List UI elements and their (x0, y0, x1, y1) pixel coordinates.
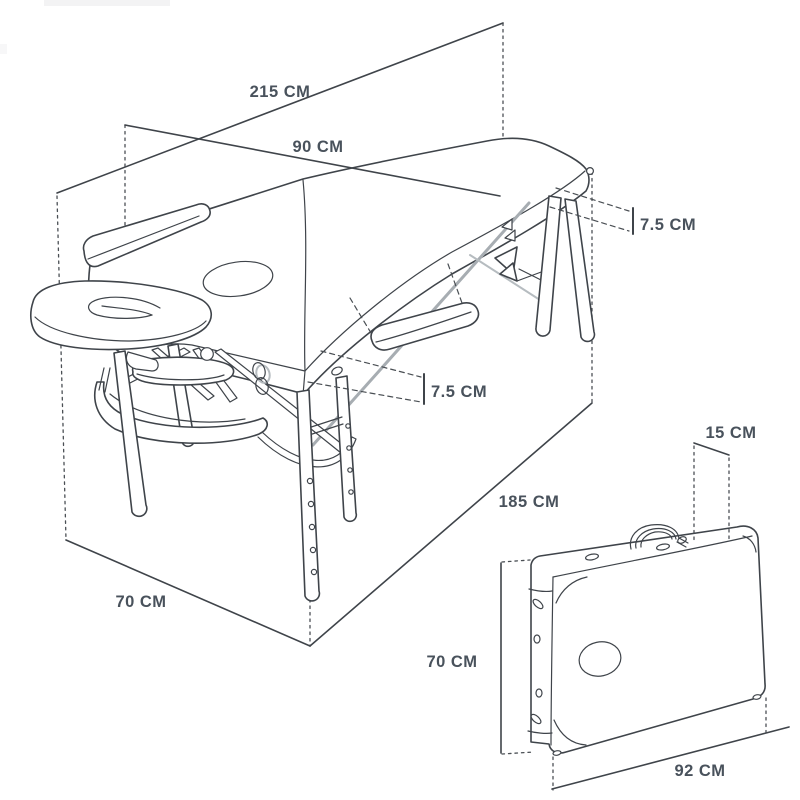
corner-bracket (499, 262, 518, 282)
case-rivet (532, 598, 544, 610)
label-bed-length: 185 CM (499, 493, 560, 511)
case-latch (584, 553, 600, 561)
adjust-hole (348, 489, 354, 495)
leg-middle-near (296, 389, 321, 602)
label-pad-thickness-mid: 7.5 CM (431, 383, 487, 401)
brace-rod (469, 254, 541, 301)
leader-dash (320, 350, 422, 378)
dim-line-15 (693, 442, 730, 456)
pad-thickness-callout-end (549, 187, 634, 235)
scan-artifact (0, 44, 7, 54)
fold-seam (302, 179, 307, 396)
case-foot (752, 694, 762, 700)
face-cradle (30, 280, 212, 351)
label-case-width: 92 CM (674, 762, 725, 780)
face-cradle-band (34, 316, 207, 342)
dim-line-185 (309, 402, 593, 647)
case-corner-seam (553, 719, 587, 746)
adjust-hole (307, 500, 315, 508)
case-side-seam (527, 730, 553, 734)
armrest-shelf (370, 302, 480, 351)
leg-right-far (564, 198, 596, 343)
hanger-tab (501, 218, 513, 231)
handle-strap (676, 537, 689, 548)
label-case-depth: 15 CM (705, 424, 756, 442)
link-shadow (255, 364, 271, 384)
case-foot (552, 750, 562, 756)
adjust-hole (308, 523, 316, 531)
case-dimension-lines (500, 442, 790, 791)
dim-line-92 (551, 726, 790, 790)
sling-hanger (98, 367, 111, 393)
corner-knob (585, 167, 594, 176)
case-front-top-edge (552, 535, 753, 578)
case-corner-seam (742, 535, 757, 553)
adjust-hole (309, 546, 317, 554)
pad-thickness-callout-mid (307, 350, 425, 405)
folded-case-drawing (527, 524, 766, 756)
case-handle (635, 527, 677, 549)
strap-link (252, 362, 266, 380)
case-front-left-edge (550, 576, 554, 746)
face-cradle-cutout (87, 296, 161, 319)
case-handle (640, 531, 673, 548)
case-rivet (530, 713, 542, 725)
hanger-tab (504, 229, 516, 242)
dim-line-70 (65, 539, 311, 647)
adjust-hole (346, 445, 352, 451)
extension-line (56, 195, 67, 541)
strap-link (255, 377, 269, 395)
leg-middle-far (335, 375, 358, 523)
case-side-seam (528, 588, 553, 592)
case-rivet (535, 688, 543, 698)
extension-line (501, 559, 531, 563)
leader-dash (307, 381, 422, 403)
label-pad-thickness-end: 7.5 CM (640, 216, 696, 234)
cradle-clamp (125, 351, 159, 372)
adjust-knob (200, 347, 214, 361)
case-body (530, 525, 766, 754)
leg-left-near (113, 350, 148, 518)
face-cradle-cutout-inner (101, 305, 153, 316)
adjust-hole (306, 477, 314, 485)
label-table-width: 90 CM (292, 138, 343, 156)
label-case-height: 70 CM (426, 653, 477, 671)
table-bounding-box (56, 22, 593, 647)
shelf-hanger-dash (447, 263, 463, 304)
armrest-rear (82, 203, 211, 268)
case-hand-hole (578, 641, 622, 677)
sling-strap (257, 436, 357, 468)
dim-line-90 (124, 124, 501, 197)
scan-artifact (44, 0, 170, 6)
extension-line (501, 751, 535, 755)
armrest-shelf-edge (375, 311, 472, 343)
adjust-hole (345, 423, 351, 429)
label-bed-width: 70 CM (115, 593, 166, 611)
armrest-rear-edge (87, 215, 200, 260)
platform-edge (136, 373, 225, 381)
dimension-labels: 215 CM 90 CM 7.5 CM 7.5 CM 185 CM 70 CM … (115, 83, 756, 780)
face-hole (202, 260, 274, 298)
leg-right-near (535, 195, 562, 337)
leader-dash (555, 187, 630, 212)
adjust-hole (347, 467, 353, 473)
label-table-length: 215 CM (250, 83, 311, 101)
case-handle (629, 524, 680, 550)
dim-line-215 (56, 22, 504, 194)
case-rivet (533, 634, 541, 644)
case-corner-seam (555, 576, 588, 604)
case-latch (655, 543, 671, 551)
massage-table-drawing (30, 137, 596, 602)
leader-dash (549, 206, 630, 232)
lock-pin (331, 366, 343, 376)
shelf-hanger-dash (349, 297, 372, 334)
adjust-hole (310, 568, 318, 576)
